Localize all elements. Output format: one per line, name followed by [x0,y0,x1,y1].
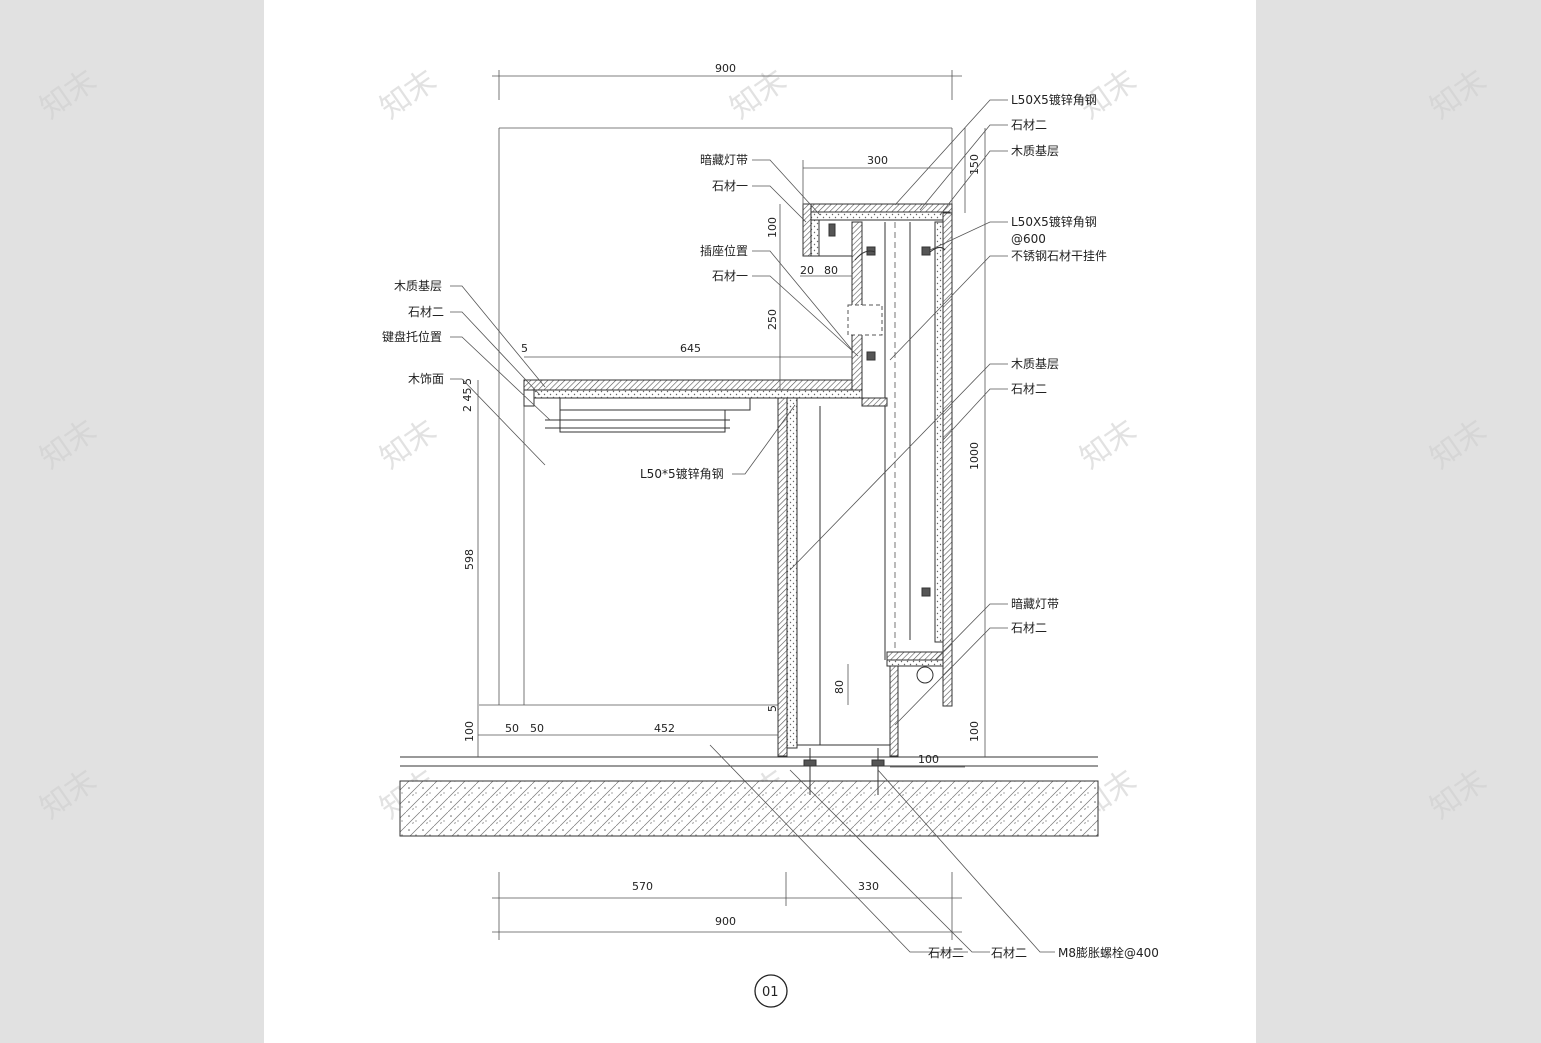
label-wood-base-top: 木质基层 [1011,144,1059,158]
drawing-sheet [264,0,1256,1043]
watermark: 知末 [34,63,103,126]
label-socket: 插座位置 [700,243,748,258]
watermark: 知末 [1074,413,1143,476]
label-stainless-hanger: 不锈钢石材干挂件 [1011,249,1107,263]
dim-80-bottom: 80 [833,680,846,694]
desk [523,221,890,757]
anchor-bolts [803,748,885,795]
label-hidden-light-top: 暗藏灯带 [700,152,748,167]
stone-brackets [847,246,946,684]
watermark: 知末 [34,763,103,826]
dimension-texts: 900 300 150 100 20 80 250 645 5 5 2 45 1… [461,62,981,928]
label-stone-1-top: 石材一 [712,179,748,193]
dim-645: 645 [680,342,701,355]
dim-100-left: 100 [463,721,476,742]
watermark: 知末 [34,413,103,476]
dim-100-right: 100 [968,721,981,742]
dim-1000: 1000 [968,442,981,470]
dim-80-top: 80 [824,264,838,277]
sheet-number-text: 01 [762,985,779,1000]
label-angle-steel-top: L50X5镀锌角钢 [1011,93,1097,107]
label-wood-base-left: 木质基层 [394,279,442,293]
label-angle-steel-mid: L50*5镀锌角钢 [640,467,724,481]
dim-50-a: 50 [505,722,519,735]
dim-452: 452 [654,722,675,735]
label-hidden-light-bottom: 暗藏灯带 [1011,596,1059,611]
label-at-600: @600 [1011,232,1046,246]
dim-5-b: 5 [461,378,474,385]
top-canopy [802,203,953,380]
callout-labels: L50X5镀锌角钢 石材二 木质基层 暗藏灯带 石材一 插座位置 石材一 L50… [382,93,1159,960]
outline [479,127,953,706]
watermark: 知末 [374,63,443,126]
right-wall [884,212,953,757]
dim-250: 250 [766,309,779,330]
watermarks: 知末 知末 知末 知末 知末 知末 知末 知末 知末 知末 知末 知末 知末 知… [34,63,1493,826]
dim-100-base: 100 [918,753,939,766]
label-keyboard-tray: 键盘托位置 [382,329,442,344]
label-stone-2-lower: 石材二 [1011,621,1047,635]
watermark: 知末 [374,413,443,476]
floor-slab [399,756,1099,837]
dim-5-a: 5 [521,342,528,355]
label-stone-2-top: 石材二 [1011,118,1047,132]
label-stone-2-left: 石材二 [408,305,444,319]
label-wood-veneer: 木饰面 [408,372,444,386]
dim-20: 20 [800,264,814,277]
label-stone-2-right: 石材二 [1011,382,1047,396]
dim-598: 598 [463,549,476,570]
dim-5-c: 5 [766,705,779,712]
dim-570: 570 [632,880,653,893]
leader-lines [450,99,1055,953]
watermark: 知末 [1424,63,1493,126]
dimension-lines [477,70,986,940]
label-expansion-bolt: M8膨胀螺栓@400 [1058,945,1159,960]
label-stone-1-mid: 石材一 [712,269,748,283]
label-stone-2-base-b: 石材二 [991,946,1027,960]
dim-bottom-900: 900 [715,915,736,928]
watermark: 知末 [1424,413,1493,476]
dim-100-top: 100 [766,217,779,238]
dim-245: 2 45 [461,388,474,413]
sheet-number: 01 [754,974,788,1008]
label-angle-steel-600: L50X5镀锌角钢 [1011,215,1097,229]
dim-330: 330 [858,880,879,893]
watermark: 知末 [1424,763,1493,826]
dim-top-900: 900 [715,62,736,75]
label-stone-2-base-a: 石材二 [928,946,964,960]
dim-300: 300 [867,154,888,167]
dim-150: 150 [968,154,981,175]
dim-50-b: 50 [530,722,544,735]
label-wood-base-right: 木质基层 [1011,357,1059,371]
